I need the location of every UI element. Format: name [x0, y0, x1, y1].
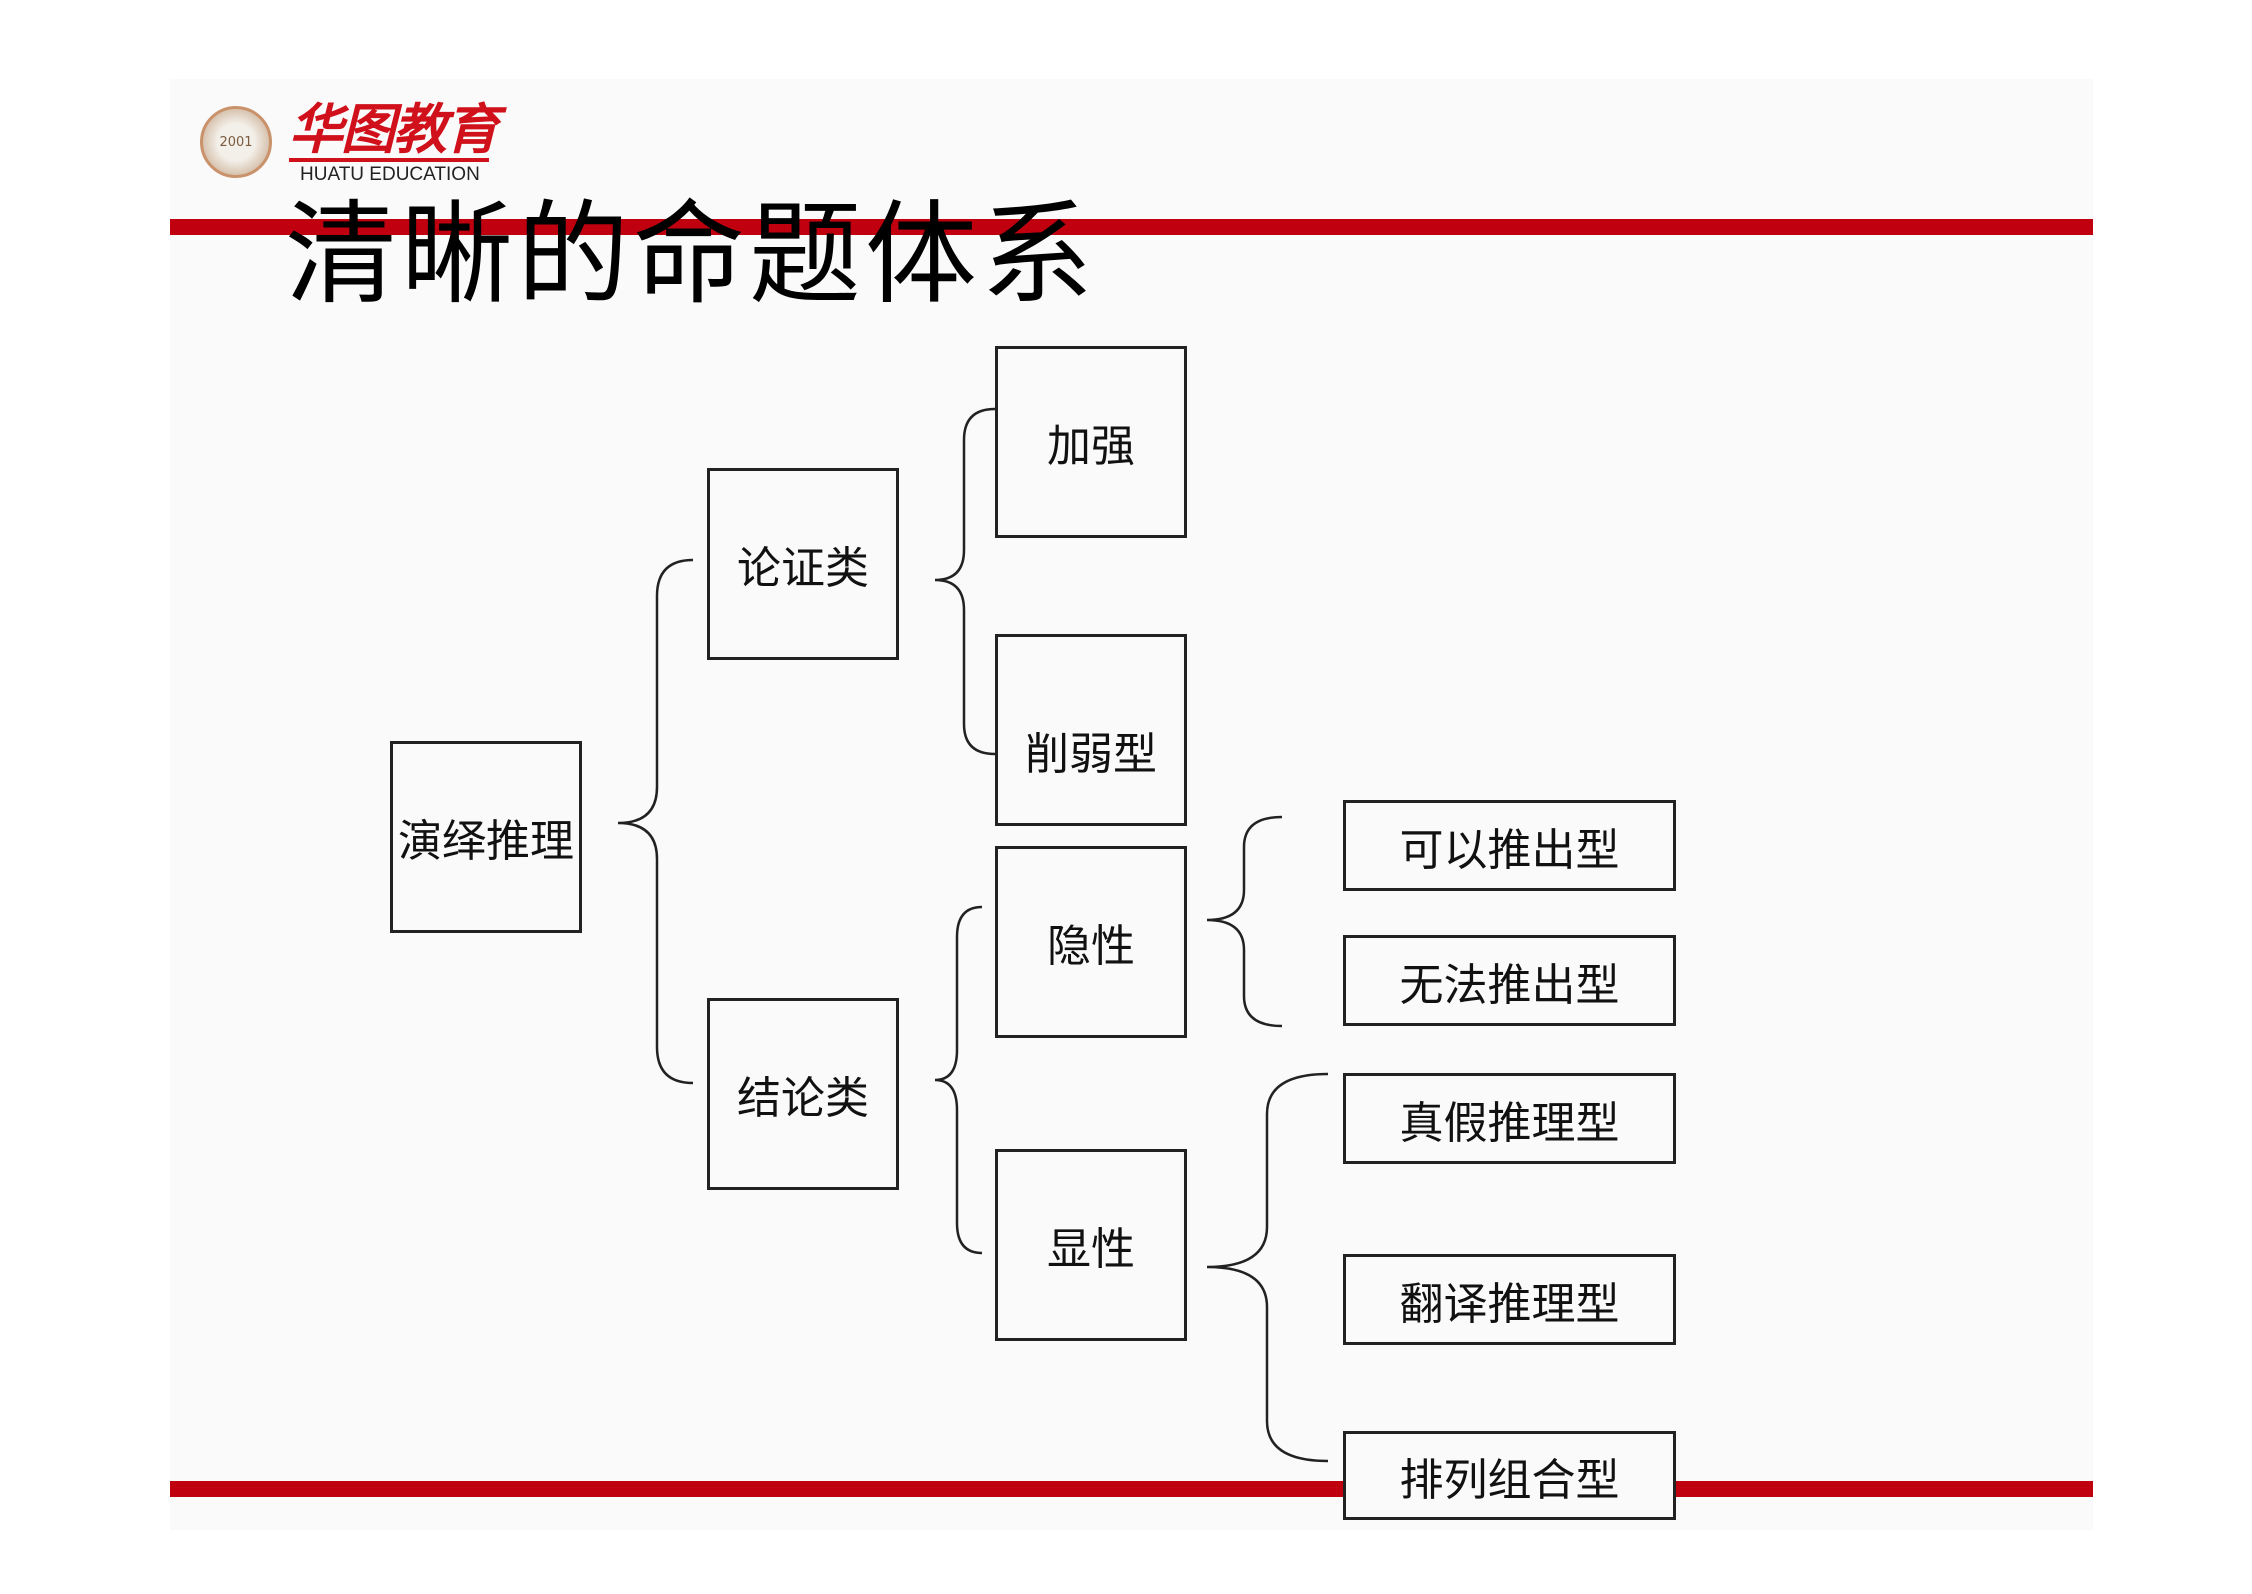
node-explicit: 显性: [995, 1149, 1187, 1341]
node-can-infer: 可以推出型: [1343, 800, 1676, 891]
brace-implicit: [1206, 815, 1283, 1028]
node-root: 演绎推理: [390, 741, 582, 933]
node-strengthen: 加强: [995, 346, 1187, 538]
brace-conclusion: [934, 905, 983, 1255]
logo-seal-year: 2001: [219, 134, 253, 150]
brace-explicit: [1206, 1072, 1329, 1463]
top-red-bar: [170, 219, 2093, 235]
logo-text-en: HUATU EDUCATION: [300, 164, 480, 185]
node-implicit: 隐性: [995, 846, 1187, 1038]
node-permutation: 排列组合型: [1343, 1431, 1676, 1520]
node-cannot-infer: 无法推出型: [1343, 935, 1676, 1026]
node-argument: 论证类: [707, 468, 899, 660]
node-conclusion: 结论类: [707, 998, 899, 1190]
page-title: 清晰的命题体系: [285, 190, 1097, 320]
logo-underline: [289, 158, 489, 162]
brace-argument: [934, 407, 996, 756]
node-true-false: 真假推理型: [1343, 1073, 1676, 1164]
logo-text-cn: 华图教育: [289, 98, 499, 161]
node-translation: 翻译推理型: [1343, 1254, 1676, 1345]
logo-seal-icon: 2001: [200, 106, 272, 178]
node-weaken: 削弱型: [995, 634, 1187, 826]
brace-root: [617, 558, 694, 1085]
